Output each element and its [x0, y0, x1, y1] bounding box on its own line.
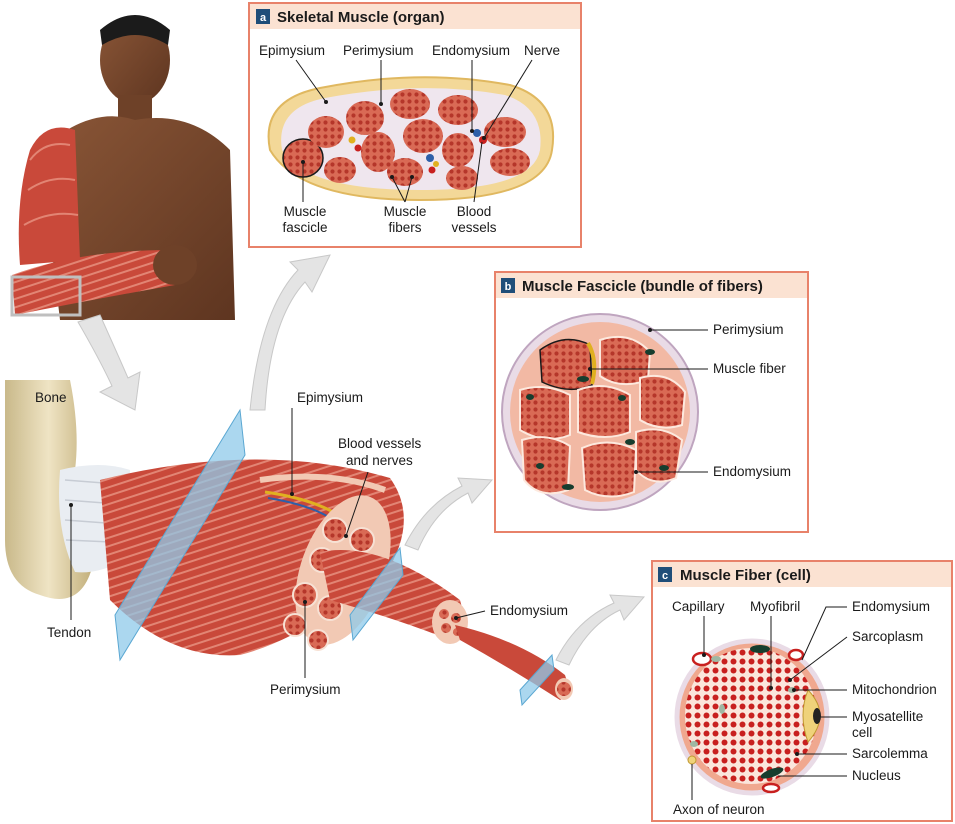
label-a-muscle-fascicle-2: fascicle	[282, 220, 327, 235]
label-c-sarcoplasm: Sarcoplasm	[852, 629, 923, 644]
panel-c-title: Muscle Fiber (cell)	[680, 567, 811, 584]
label-c-axon: Axon of neuron	[673, 802, 765, 817]
section-planes	[114, 408, 555, 707]
label-c-endomysium: Endomysium	[852, 599, 930, 614]
panel-b-badge: b	[505, 281, 512, 293]
label-a-epimysium: Epimysium	[259, 43, 325, 58]
label-bone: Bone	[35, 390, 67, 405]
label-main-blood-vessels-1: Blood vessels	[338, 436, 422, 451]
main-labels: Bone Tendon Epimysium Blood vessels and …	[35, 390, 568, 697]
label-c-capillary: Capillary	[672, 599, 725, 614]
panel-a: a Skeletal Muscle (organ) Epimysium	[248, 2, 582, 248]
label-a-muscle-fibers-2: fibers	[388, 220, 421, 235]
label-c-myosatellite-2: cell	[852, 725, 872, 740]
panel-a-fascicles	[282, 89, 530, 190]
panel-b-nuclei	[526, 349, 669, 490]
label-a-perimysium: Perimysium	[343, 43, 414, 58]
panel-b: b Muscle Fascicle (bundle of fibers) Per…	[494, 271, 809, 533]
label-main-epimysium: Epimysium	[297, 390, 363, 405]
label-b-perimysium: Perimysium	[713, 322, 784, 337]
panel-c-badge: c	[662, 570, 668, 582]
label-main-perimysium: Perimysium	[270, 682, 341, 697]
label-c-myosatellite-1: Myosatellite	[852, 709, 923, 724]
panel-c: c Muscle Fiber (cell) Capillary Myofibri…	[651, 560, 953, 822]
panel-a-badge: a	[260, 12, 267, 24]
person-illustration	[10, 15, 235, 320]
panel-b-title: Muscle Fascicle (bundle of fibers)	[522, 278, 763, 295]
label-main-blood-vessels-2: and nerves	[346, 453, 413, 468]
label-b-muscle-fiber: Muscle fiber	[713, 361, 786, 376]
label-b-endomysium: Endomysium	[713, 464, 791, 479]
label-a-nerve: Nerve	[524, 43, 560, 58]
label-a-blood-vessels-2: vessels	[451, 220, 496, 235]
panel-a-title: Skeletal Muscle (organ)	[277, 9, 445, 26]
label-main-endomysium: Endomysium	[490, 603, 568, 618]
label-a-muscle-fibers-1: Muscle	[384, 204, 427, 219]
arrows	[77, 254, 646, 666]
label-c-myofibril: Myofibril	[750, 599, 800, 614]
label-a-blood-vessels-1: Blood	[457, 204, 492, 219]
label-c-nucleus: Nucleus	[852, 768, 901, 783]
label-tendon: Tendon	[47, 625, 91, 640]
label-a-endomysium: Endomysium	[432, 43, 510, 58]
label-c-mitochondrion: Mitochondrion	[852, 682, 937, 697]
forearm-highlight-box	[10, 275, 82, 317]
label-c-sarcolemma: Sarcolemma	[852, 746, 928, 761]
label-a-muscle-fascicle-1: Muscle	[284, 204, 327, 219]
panel-b-fibers	[519, 336, 687, 498]
